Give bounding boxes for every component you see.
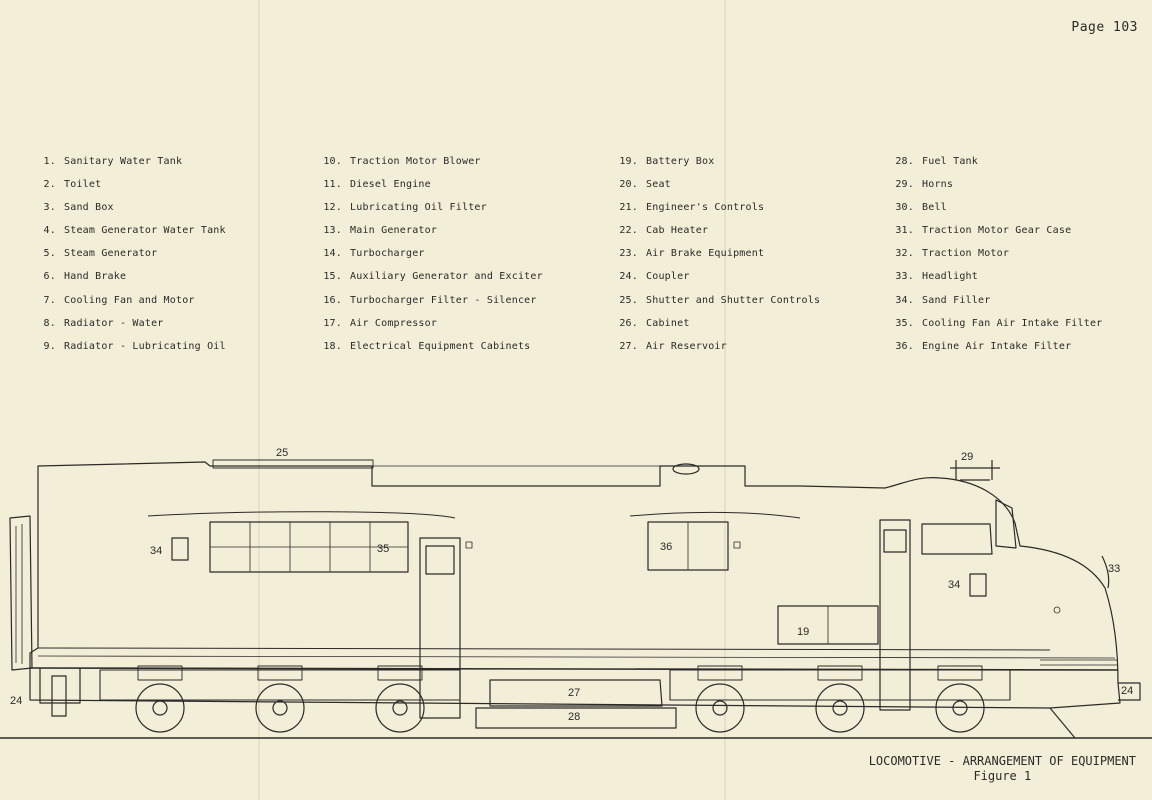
front-truck <box>669 665 1011 733</box>
cab-door-window <box>883 529 907 553</box>
legend-item: 8.Radiator - Water <box>43 317 164 329</box>
cab-door <box>879 519 911 711</box>
locomotive-drawing: 25 29 33 34 35 36 34 19 27 28 24 24 <box>0 447 1152 739</box>
legend-item: 35.Cooling Fan Air Intake Filter <box>895 317 1103 329</box>
legend-item: 20.Seat <box>619 179 671 191</box>
legend-item: 10.Traction Motor Blower <box>323 156 481 167</box>
legend-item: 16.Turbocharger Filter - Silencer <box>323 294 537 306</box>
legend-column: 28.Fuel Tank 29.Horns 30.Bell 31.Tractio… <box>888 150 1102 358</box>
legend-item: 17.Air Compressor <box>323 317 438 329</box>
legend-item: 34.Sand Filler <box>895 294 991 306</box>
label-33: 33 <box>1108 563 1120 575</box>
legend-item: 29.Horns <box>895 179 954 191</box>
legend-item: 6.Hand Brake <box>43 271 127 283</box>
caption-title: LOCOMOTIVE - ARRANGEMENT OF EQUIPMENT <box>868 754 1136 768</box>
front-coupler <box>1118 682 1141 701</box>
label-35: 35 <box>377 543 389 555</box>
marker-circle <box>1053 606 1061 614</box>
label-34-front: 34 <box>948 579 960 591</box>
legend-item: 5.Steam Generator <box>43 248 158 260</box>
label-36: 36 <box>660 541 672 553</box>
legend-item: 21.Engineer's Controls <box>619 202 765 214</box>
caption-figure-number: Figure 1 <box>973 769 1032 783</box>
legend-item: 36.Engine Air Intake Filter <box>895 340 1072 352</box>
label-28: 28 <box>568 711 580 723</box>
legend-item: 26.Cabinet <box>619 317 690 329</box>
page-fold <box>724 0 726 800</box>
legend-item: 33.Headlight <box>895 271 978 283</box>
legend-item: 1.Sanitary Water Tank <box>43 156 183 167</box>
label-25: 25 <box>276 447 288 459</box>
legend-item: 7.Cooling Fan and Motor <box>43 294 195 306</box>
label-29: 29 <box>961 451 973 463</box>
legend-item: 28.Fuel Tank <box>895 156 978 167</box>
label-27: 27 <box>568 687 580 699</box>
label-34-rear: 34 <box>150 545 162 557</box>
legend-item: 23.Air Brake Equipment <box>619 248 765 260</box>
label-19: 19 <box>797 626 809 638</box>
rear-pilot <box>39 668 81 704</box>
roof-shutters <box>212 459 374 469</box>
legend-item: 19.Battery Box <box>619 156 715 167</box>
front-pilot <box>1049 707 1076 739</box>
page-fold <box>258 0 260 800</box>
legend-item: 13.Main Generator <box>323 225 438 237</box>
sand-filler-rear <box>171 537 189 561</box>
fuel-tank <box>475 707 677 729</box>
legend-column: 19.Battery Box 20.Seat 21.Engineer's Con… <box>612 150 820 358</box>
sand-filler-front <box>969 573 987 597</box>
rear-truck <box>99 665 461 733</box>
figure-caption: LOCOMOTIVE - ARRANGEMENT OF EQUIPMENT Fi… <box>869 754 1136 784</box>
legend-item: 9.Radiator - Lubricating Oil <box>43 340 226 352</box>
legend-item: 25.Shutter and Shutter Controls <box>619 294 821 306</box>
cab-side-window <box>921 523 993 555</box>
label-24-rear: 24 <box>10 695 22 707</box>
diaphragm-lines <box>15 524 23 664</box>
legend-item: 22.Cab Heater <box>619 225 709 237</box>
legend-item: 11.Diesel Engine <box>323 179 431 191</box>
legend-item: 3.Sand Box <box>43 202 114 214</box>
eave-line-left <box>147 511 456 519</box>
legend-item: 32.Traction Motor <box>895 248 1010 260</box>
legend-item: 2.Toilet <box>43 179 102 191</box>
legend-item: 15.Auxiliary Generator and Exciter <box>323 271 543 283</box>
legend-item: 31.Traction Motor Gear Case <box>895 225 1072 237</box>
marker-square <box>733 541 741 549</box>
windshield <box>995 499 1017 549</box>
rear-diaphragm <box>9 515 33 671</box>
legend-item: 4.Steam Generator Water Tank <box>43 225 226 237</box>
page-number: Page 103 <box>1071 20 1138 35</box>
engine-room-door <box>419 537 461 719</box>
roof-bell <box>672 463 700 475</box>
label-24-front: 24 <box>1121 685 1133 697</box>
air-reservoir <box>489 679 663 707</box>
side-sill <box>37 647 1051 651</box>
door-window <box>425 545 455 575</box>
legend-item: 24.Coupler <box>619 271 690 283</box>
legend-item: 30.Bell <box>895 202 947 214</box>
legend-item: 27.Air Reservoir <box>619 340 727 352</box>
nose-stripes <box>1040 659 1118 666</box>
legend-item: 12.Lubricating Oil Filter <box>323 202 487 214</box>
legend-column: 1.Sanitary Water Tank 2.Toilet 3.Sand Bo… <box>36 150 226 358</box>
side-sill-lower <box>37 655 1116 659</box>
legend-item: 18.Electrical Equipment Cabinets <box>323 340 531 352</box>
eave-line-right <box>629 511 801 519</box>
headlight <box>1101 555 1110 589</box>
marker-square <box>465 541 473 549</box>
horns <box>950 460 1000 481</box>
legend-item: 14.Turbocharger <box>323 248 425 260</box>
carbody-outline <box>29 461 1121 709</box>
rear-coupler-box <box>51 675 67 717</box>
legend-column: 10.Traction Motor Blower 11.Diesel Engin… <box>316 150 543 358</box>
